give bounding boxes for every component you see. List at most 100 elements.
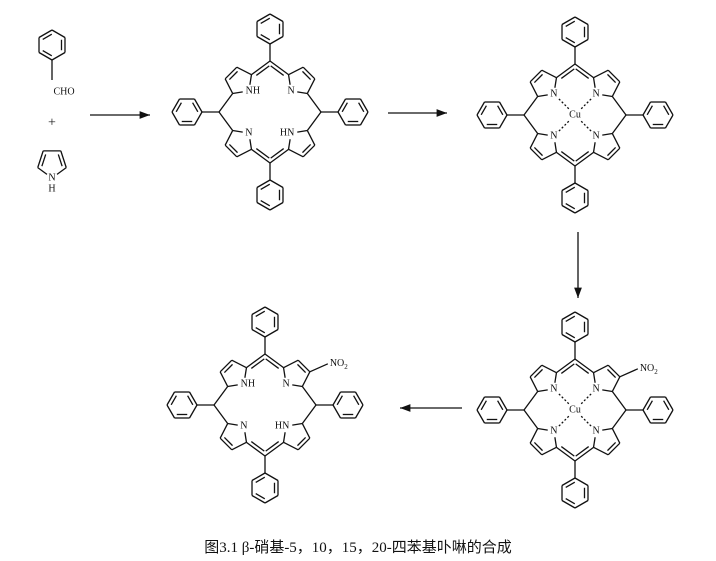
pyrrole-ring: N [529,131,558,161]
bond [593,69,609,79]
aldehyde-label: CHO [53,87,74,98]
double-bond [646,105,653,116]
benzaldehyde: CHO [38,29,75,98]
bond [306,78,316,94]
pyrrole-ring: N [529,69,558,99]
nitro-label-subscript: 2 [344,363,348,371]
nitrogen-label: N [592,131,599,142]
bond [224,78,234,94]
bond [37,150,44,168]
bond [529,81,539,97]
bond [193,111,203,126]
double-bond [565,498,576,505]
bond [292,384,303,388]
double-bond [265,358,280,369]
double-bond [187,395,194,406]
double-bond [228,144,238,154]
bond [554,77,558,88]
bond [232,129,243,133]
phenyl-ring [561,182,589,214]
bond [664,101,674,116]
bond [537,132,548,136]
double-bond [255,327,266,334]
bond [529,147,543,161]
double-bond [497,105,504,116]
phenyl-ring [166,391,198,419]
nitrogen-label: HN [275,421,289,432]
bond [301,386,317,406]
nitrogen-label: N [592,383,599,394]
bond [37,167,48,175]
bond [302,144,316,158]
nitro-label: NO2 [330,358,348,371]
bond [476,409,486,424]
bond [541,364,557,374]
phenyl-ring [332,391,364,419]
pyrrole-ring: N [592,426,621,456]
bond [236,66,252,76]
double-bond [255,310,266,317]
bond [602,132,613,136]
double-bond [228,70,238,80]
pyrrole-ring: N [219,421,248,451]
bond [249,74,253,85]
double-bond [575,151,590,162]
bond [611,114,627,134]
bond [224,130,234,146]
bond [561,477,576,487]
bond [269,148,289,164]
bond [297,359,311,373]
double-bond [250,441,265,452]
bond [227,384,238,388]
nitrogen-label: N [592,426,599,437]
double-bond [42,33,53,40]
bond [561,333,576,343]
bond [264,494,279,504]
double-bond [353,395,360,406]
bond [574,499,589,509]
bond [561,16,576,26]
bond [264,441,284,457]
bond [60,150,67,168]
bond [611,96,627,116]
bond [337,98,347,113]
bond [556,63,576,79]
figure-caption: 图3.1 β-硝基-5，10，15，20-四苯基卟啉的合成 [204,540,512,556]
bond [574,333,589,343]
pyrrole-ring: N [592,131,621,161]
nitrogen-label: N [245,128,252,139]
bond [283,441,299,451]
bond [236,148,252,158]
coordination-bond [580,120,592,132]
pyrrole-ring: N [529,426,558,456]
bond [332,391,342,406]
double-bond [260,200,271,207]
bond [476,396,486,411]
bond [337,111,347,126]
bond [592,142,596,153]
bond [264,472,279,482]
bond [166,391,176,406]
double-bond [170,395,177,406]
double-bond [250,358,265,369]
pyrrole-hydrogen-label: H [48,184,55,195]
double-bond [533,147,543,157]
bond [642,409,652,424]
bond [523,409,539,429]
bond [306,111,322,131]
bond [592,372,596,383]
phenyl-ring [476,101,508,129]
double-bond [302,144,312,154]
phenyl-ring [337,98,369,126]
bond [593,364,609,374]
coordination-bond [580,415,592,427]
nitrogen-label: N [550,88,557,99]
bond [602,427,613,431]
double-bond [260,34,271,41]
pyrrole-ring: NH [219,359,255,389]
bond [554,437,558,448]
bond [574,182,589,192]
nitrogen-label: NH [246,85,260,96]
